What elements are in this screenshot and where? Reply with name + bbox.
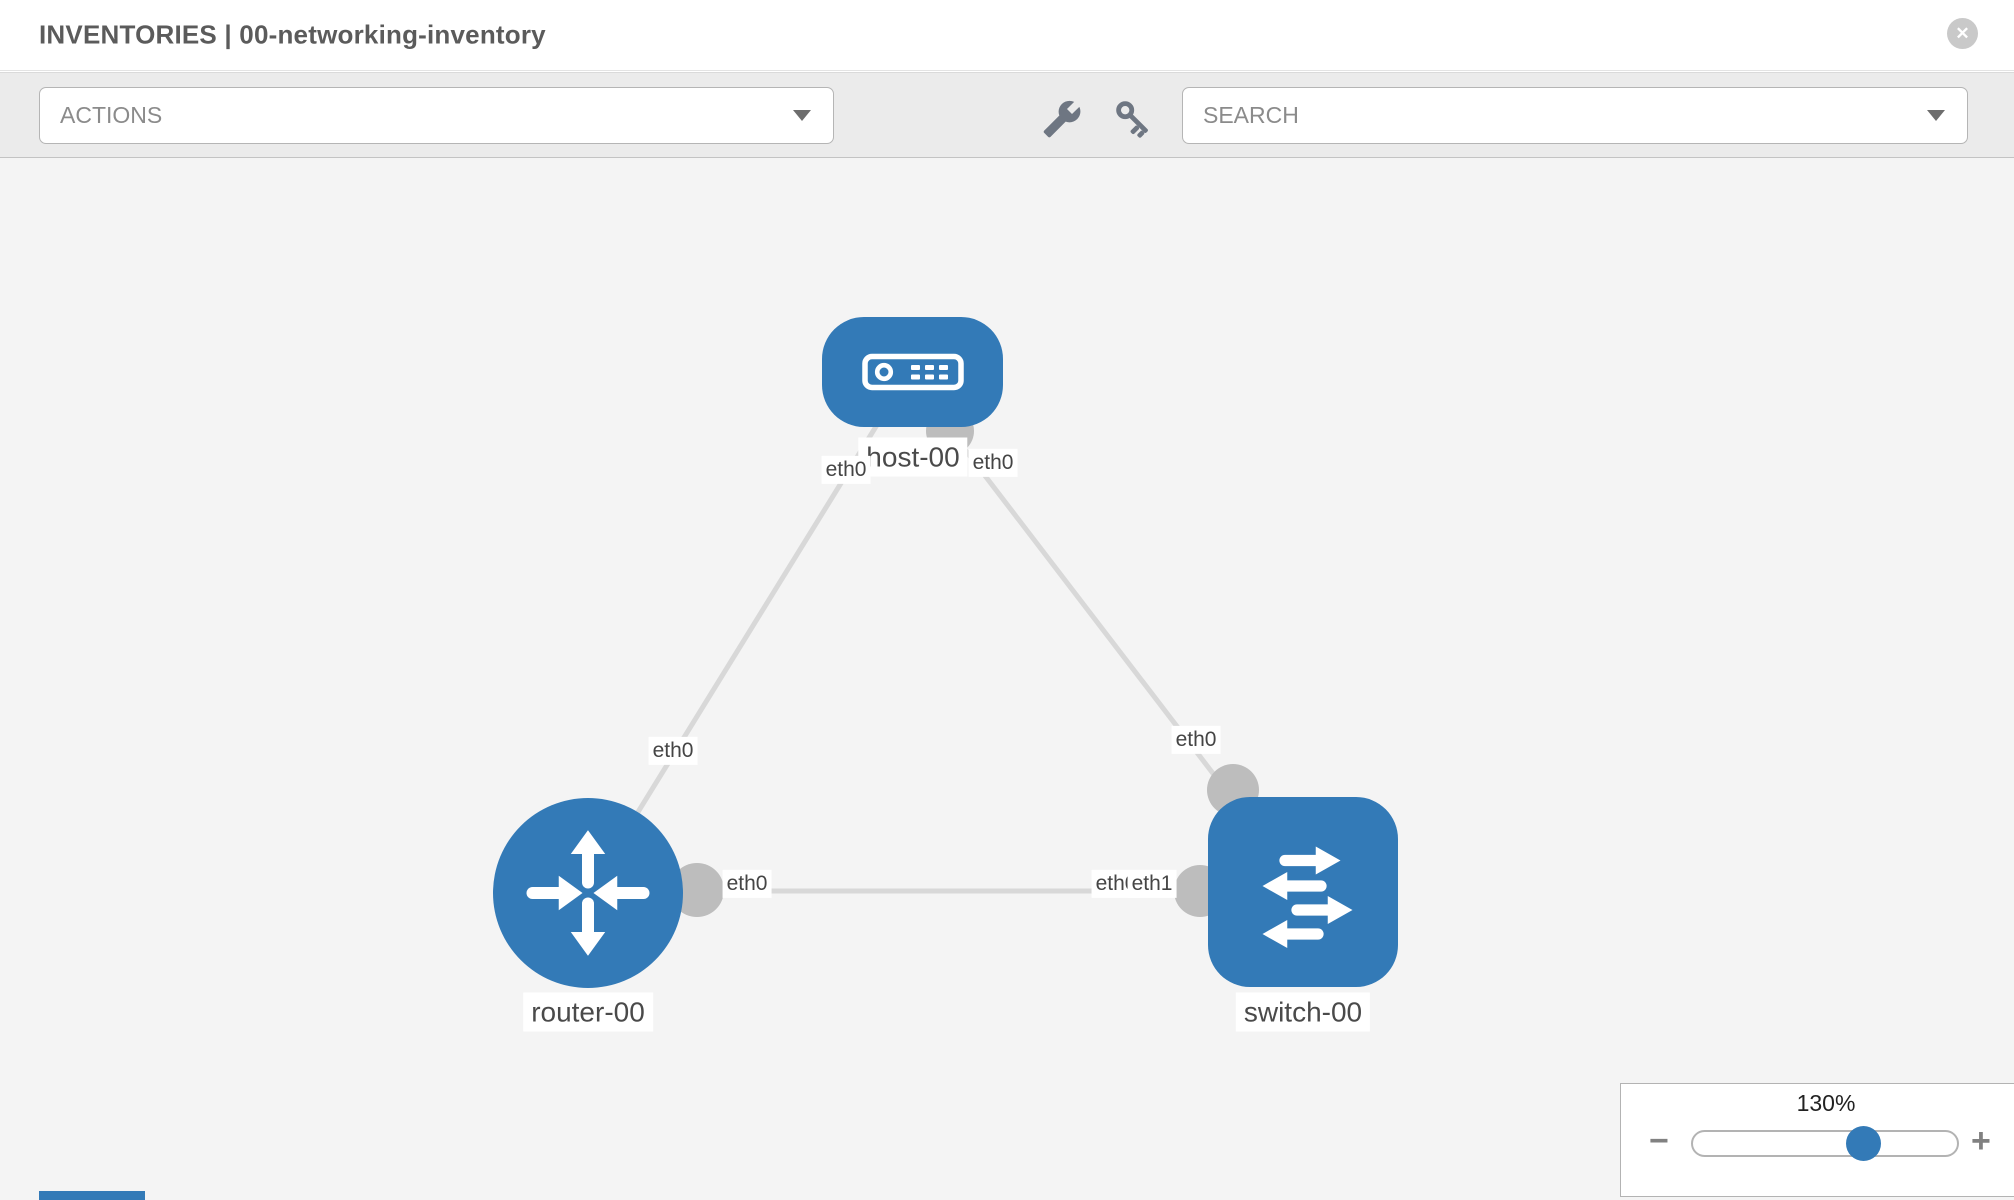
zoom-slider-track[interactable]: [1691, 1130, 1959, 1157]
interface-dot-router: [670, 863, 724, 917]
footer-accent-bar: [39, 1191, 145, 1200]
node-label-host: host-00: [858, 437, 968, 477]
key-icon[interactable]: [1112, 97, 1156, 141]
server-icon: [861, 353, 964, 391]
close-button[interactable]: ✕: [1947, 18, 1978, 49]
node-label-router: router-00: [523, 992, 653, 1032]
search-dropdown-label: SEARCH: [1203, 102, 1299, 128]
links-layer: [585, 407, 1305, 917]
node-switch-00[interactable]: [1208, 797, 1398, 987]
interface-label-switch-eth0-uplink: eth0: [1171, 725, 1221, 755]
interface-label-router-eth0: eth0: [722, 869, 772, 899]
page-header: INVENTORIES | 00-networking-inventory ✕: [0, 0, 2014, 71]
zoom-slider-thumb[interactable]: [1846, 1126, 1881, 1161]
actions-dropdown[interactable]: ACTIONS: [39, 87, 834, 144]
node-router-00[interactable]: [493, 798, 683, 988]
interface-label-switch-eth1: eth1: [1127, 869, 1177, 899]
chevron-down-icon: [1927, 110, 1945, 121]
interface-label-router-eth0-uplink: eth0: [648, 736, 698, 766]
router-icon: [526, 830, 650, 956]
wrench-icon[interactable]: [1042, 99, 1082, 139]
zoom-level-value: 130%: [1796, 1090, 1856, 1116]
search-dropdown[interactable]: SEARCH: [1182, 87, 1968, 144]
topology-canvas[interactable]: host-00 router-00 switch-00 eth0 eth0 et…: [0, 158, 2014, 1200]
interface-label-host-eth0-left: eth0: [821, 455, 871, 485]
node-host-00[interactable]: [822, 317, 1003, 427]
page-title: INVENTORIES | 00-networking-inventory: [39, 19, 546, 50]
actions-dropdown-label: ACTIONS: [60, 102, 163, 128]
close-icon: ✕: [1955, 23, 1970, 43]
chevron-down-icon: [793, 110, 811, 121]
zoom-in-button[interactable]: +: [1971, 1122, 1991, 1160]
interface-label-host-eth0-right: eth0: [968, 448, 1018, 478]
toolbar: ACTIONS SEARCH: [0, 72, 2014, 158]
zoom-out-button[interactable]: −: [1649, 1122, 1669, 1160]
zoom-widget: 130% − +: [1620, 1083, 2014, 1197]
node-label-switch: switch-00: [1235, 992, 1371, 1032]
switch-icon: [1262, 846, 1353, 949]
